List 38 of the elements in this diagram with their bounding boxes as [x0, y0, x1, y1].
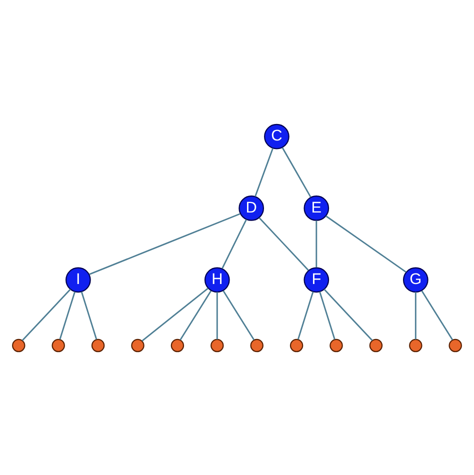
node-circle — [448, 338, 462, 352]
connector — [319, 291, 336, 340]
node-circle: D — [238, 195, 264, 220]
node-circle: E — [304, 195, 330, 220]
node-circle — [52, 338, 65, 352]
node-circle — [369, 338, 383, 352]
node-circle: H — [204, 266, 230, 292]
node-circle: F — [304, 266, 330, 292]
connector — [22, 288, 71, 340]
connector — [421, 290, 454, 340]
connector — [326, 214, 406, 272]
node-circle — [170, 338, 184, 352]
connector — [316, 220, 318, 267]
connector — [222, 290, 255, 340]
connector — [414, 292, 416, 339]
node-circle — [250, 338, 264, 352]
connector — [297, 291, 314, 340]
connector — [142, 287, 208, 342]
node-circle — [330, 338, 343, 352]
connector — [180, 290, 212, 340]
connector — [89, 212, 240, 274]
node-circle — [409, 338, 422, 352]
node-circle — [290, 338, 304, 352]
connector — [282, 146, 312, 198]
connector — [80, 291, 98, 340]
connector — [59, 291, 76, 340]
node-circle — [12, 338, 26, 352]
node-circle — [131, 338, 144, 352]
node-circle — [210, 338, 224, 352]
node-circle: C — [264, 123, 290, 149]
node-circle: I — [66, 266, 91, 292]
connector — [324, 288, 373, 340]
connector — [258, 216, 309, 270]
connector — [254, 147, 274, 196]
node-circle: G — [402, 266, 428, 292]
connector — [216, 292, 218, 339]
node-circle — [91, 338, 105, 352]
connector — [222, 218, 247, 268]
